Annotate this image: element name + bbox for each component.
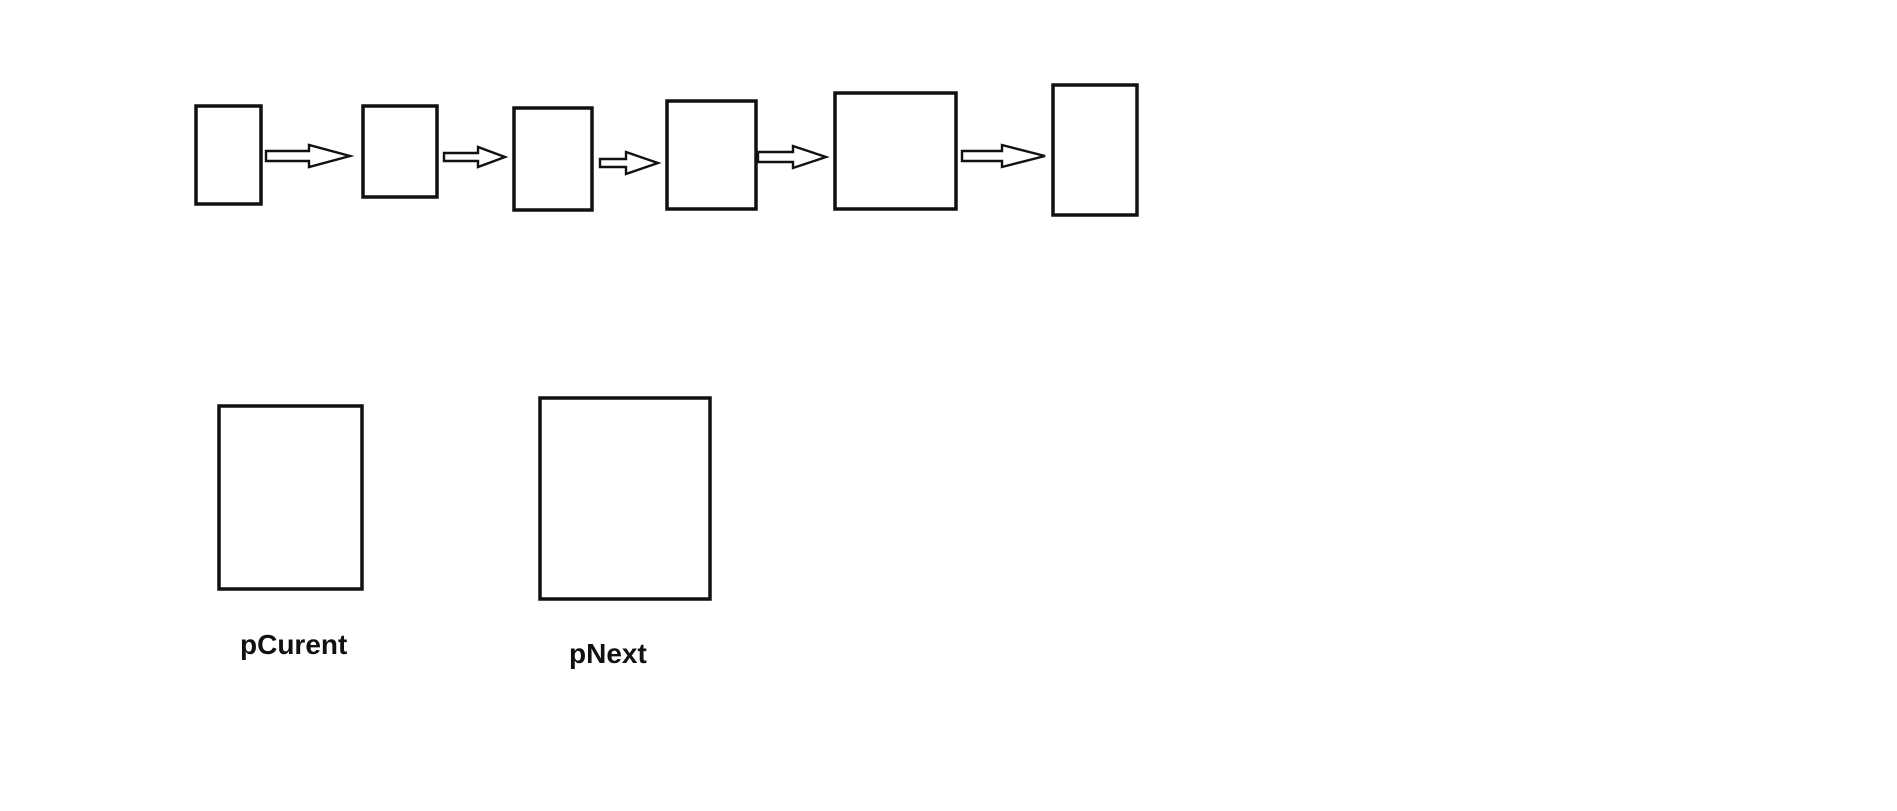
list-node-3 [512, 106, 594, 212]
link-arrow-3 [598, 150, 662, 176]
list-node-1 [194, 104, 263, 206]
link-arrow-2 [442, 145, 509, 169]
list-node-5 [833, 91, 958, 211]
list-node-6 [1051, 83, 1139, 217]
link-arrow-4 [756, 144, 830, 170]
pointer-box-pcurent [217, 404, 364, 591]
list-node-2 [361, 104, 439, 199]
pointer-label-pcurent: pCurent [240, 629, 348, 660]
list-node-4 [665, 99, 758, 211]
pointer-label-pnext: pNext [569, 638, 647, 669]
link-arrow-5 [960, 143, 1046, 169]
pointer-box-pnext [538, 396, 712, 601]
link-arrow-1 [264, 143, 355, 169]
